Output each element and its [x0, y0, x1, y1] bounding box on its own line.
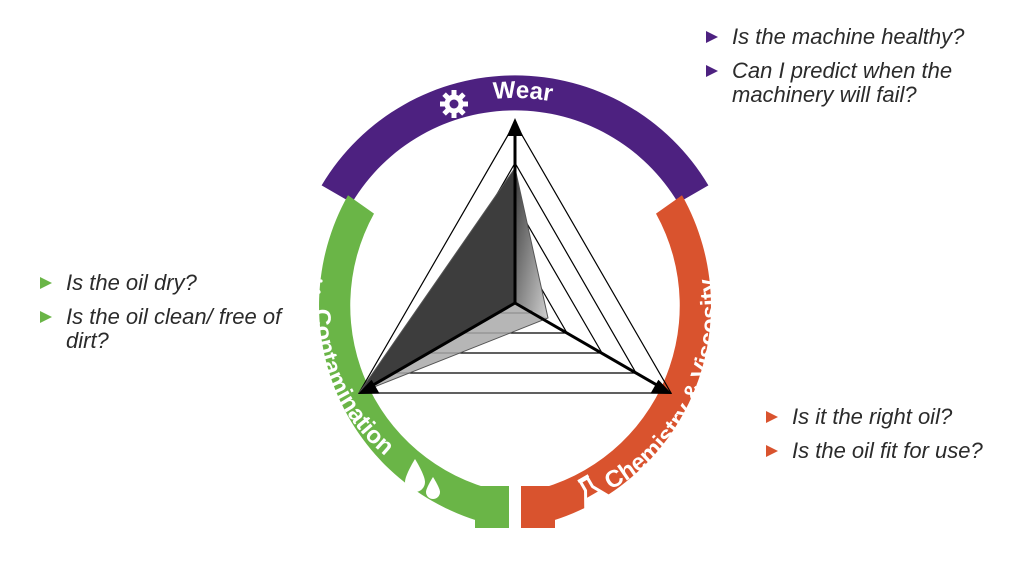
bullet-arrow-icon: [706, 65, 718, 77]
splash-icon: [290, 259, 323, 298]
contamination-question-item: Is the oil clean/ free of dirt?: [40, 305, 290, 353]
wear-questions: Is the machine healthy? Can I predict wh…: [706, 25, 1006, 117]
chemistry-corner-fill: [521, 486, 555, 528]
bullet-arrow-icon: [766, 445, 778, 457]
wear-label: Wear: [492, 77, 555, 108]
wear-axis-arrowhead: [507, 118, 523, 136]
bullet-arrow-icon: [40, 277, 52, 289]
contamination-axis-arrowhead: [358, 379, 380, 394]
bullet-arrow-icon: [766, 411, 778, 423]
contamination-question-item: Is the oil dry?: [40, 271, 290, 295]
chemistry-question-item: Is it the right oil?: [766, 405, 1016, 429]
bullet-arrow-icon: [706, 31, 718, 43]
data-shape: [357, 166, 549, 395]
chemistry-question-item: Is the oil fit for use?: [766, 439, 1016, 463]
axes: [367, 133, 663, 390]
gear-icon: [440, 90, 468, 118]
bullet-arrow-icon: [40, 311, 52, 323]
contamination-question-text: Is the oil dry?: [66, 270, 197, 295]
wear-question-item: Is the machine healthy?: [706, 25, 1006, 49]
contamination-question-text: Is the oil clean/ free of dirt?: [66, 304, 282, 353]
wear-question-text: Can I predict when the machinery will fa…: [732, 58, 953, 107]
droplets-icon: [405, 459, 440, 499]
chemistry-axis-arrowhead: [650, 379, 672, 394]
contamination-questions: Is the oil dry? Is the oil clean/ free o…: [40, 271, 290, 363]
chemistry-question-text: Is the oil fit for use?: [792, 438, 983, 463]
chemistry-questions: Is it the right oil? Is the oil fit for …: [766, 405, 1016, 473]
contamination-label: Contamination: [307, 308, 399, 461]
flask-icon: [577, 474, 610, 511]
contamination-corner-fill: [475, 486, 509, 528]
wear-question-text: Is the machine healthy?: [732, 24, 965, 49]
chemistry-question-text: Is it the right oil?: [792, 404, 953, 429]
wear-question-item: Can I predict when the machinery will fa…: [706, 59, 1006, 107]
wear-ring-segment: [321, 75, 709, 203]
